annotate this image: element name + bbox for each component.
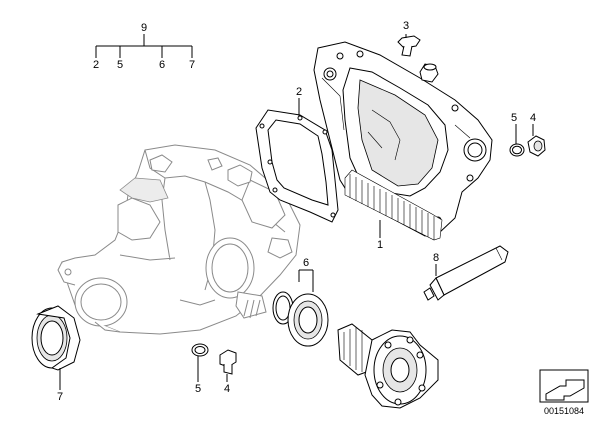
callout-numbers: 9 2 5 6 7 3 2 1 5 4 8 6 7 5 4 bbox=[57, 20, 536, 403]
screw-plug-bottom bbox=[219, 349, 237, 375]
callout-ring-right: 5 bbox=[511, 112, 517, 124]
callout-set-left-seal: 7 bbox=[189, 59, 195, 71]
callout-set-ring: 5 bbox=[117, 59, 123, 71]
callout-bolt: 3 bbox=[403, 20, 409, 32]
screw-plug-right bbox=[527, 135, 546, 157]
cover-bolt bbox=[397, 35, 421, 57]
callout-cover: 1 bbox=[377, 239, 383, 251]
callout-set: 9 bbox=[141, 22, 147, 34]
callout-set-gasket: 2 bbox=[93, 59, 99, 71]
callout-plug-bottom: 4 bbox=[224, 383, 230, 395]
cooling-fins bbox=[349, 174, 435, 240]
reference-symbol-box bbox=[539, 369, 589, 403]
cover-gasket bbox=[255, 109, 339, 223]
shaft-seal-set bbox=[272, 291, 329, 347]
housing-cover bbox=[313, 41, 493, 241]
shaft-seal-left bbox=[31, 305, 81, 371]
callout-seal-set: 6 bbox=[303, 257, 309, 269]
breather-cap bbox=[419, 63, 439, 83]
callout-set-seal: 6 bbox=[159, 59, 165, 71]
callout-ring-bottom: 5 bbox=[195, 383, 201, 395]
callout-gasket: 2 bbox=[296, 86, 302, 98]
output-flange bbox=[337, 323, 439, 409]
diagram-code: 00151084 bbox=[544, 406, 584, 416]
sealant-tube bbox=[423, 245, 509, 301]
callout-sealant: 8 bbox=[433, 252, 439, 264]
differential-housing bbox=[57, 144, 301, 335]
sealing-ring-bottom bbox=[191, 343, 209, 357]
sealing-ring-right bbox=[509, 143, 525, 157]
callout-seal-left: 7 bbox=[57, 391, 63, 403]
leader-lines bbox=[59, 34, 534, 390]
callout-plug-right: 4 bbox=[530, 112, 536, 124]
